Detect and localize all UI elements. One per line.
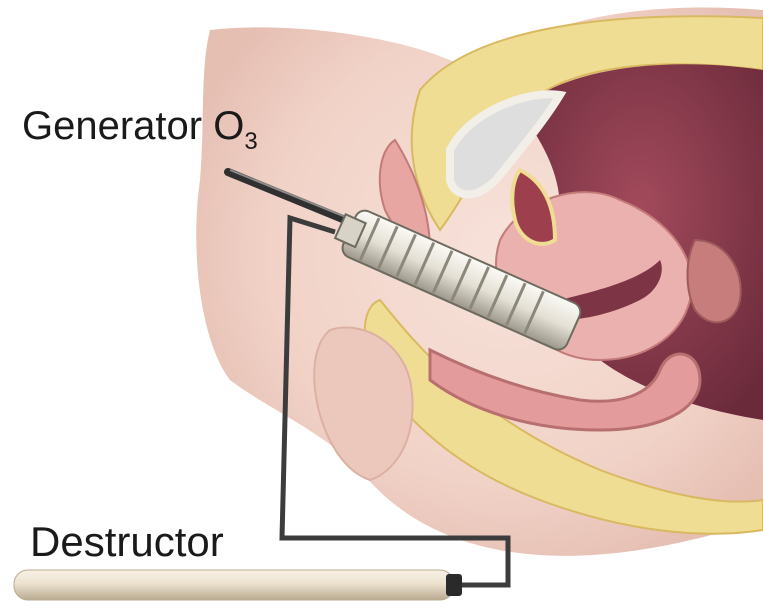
generator-label: Generator O3 [22, 104, 258, 156]
destructor-device [14, 570, 462, 600]
destructor-label: Destructor [30, 518, 224, 566]
generator-label-subscript: 3 [244, 128, 257, 155]
generator-label-text: Generator O [22, 104, 244, 148]
